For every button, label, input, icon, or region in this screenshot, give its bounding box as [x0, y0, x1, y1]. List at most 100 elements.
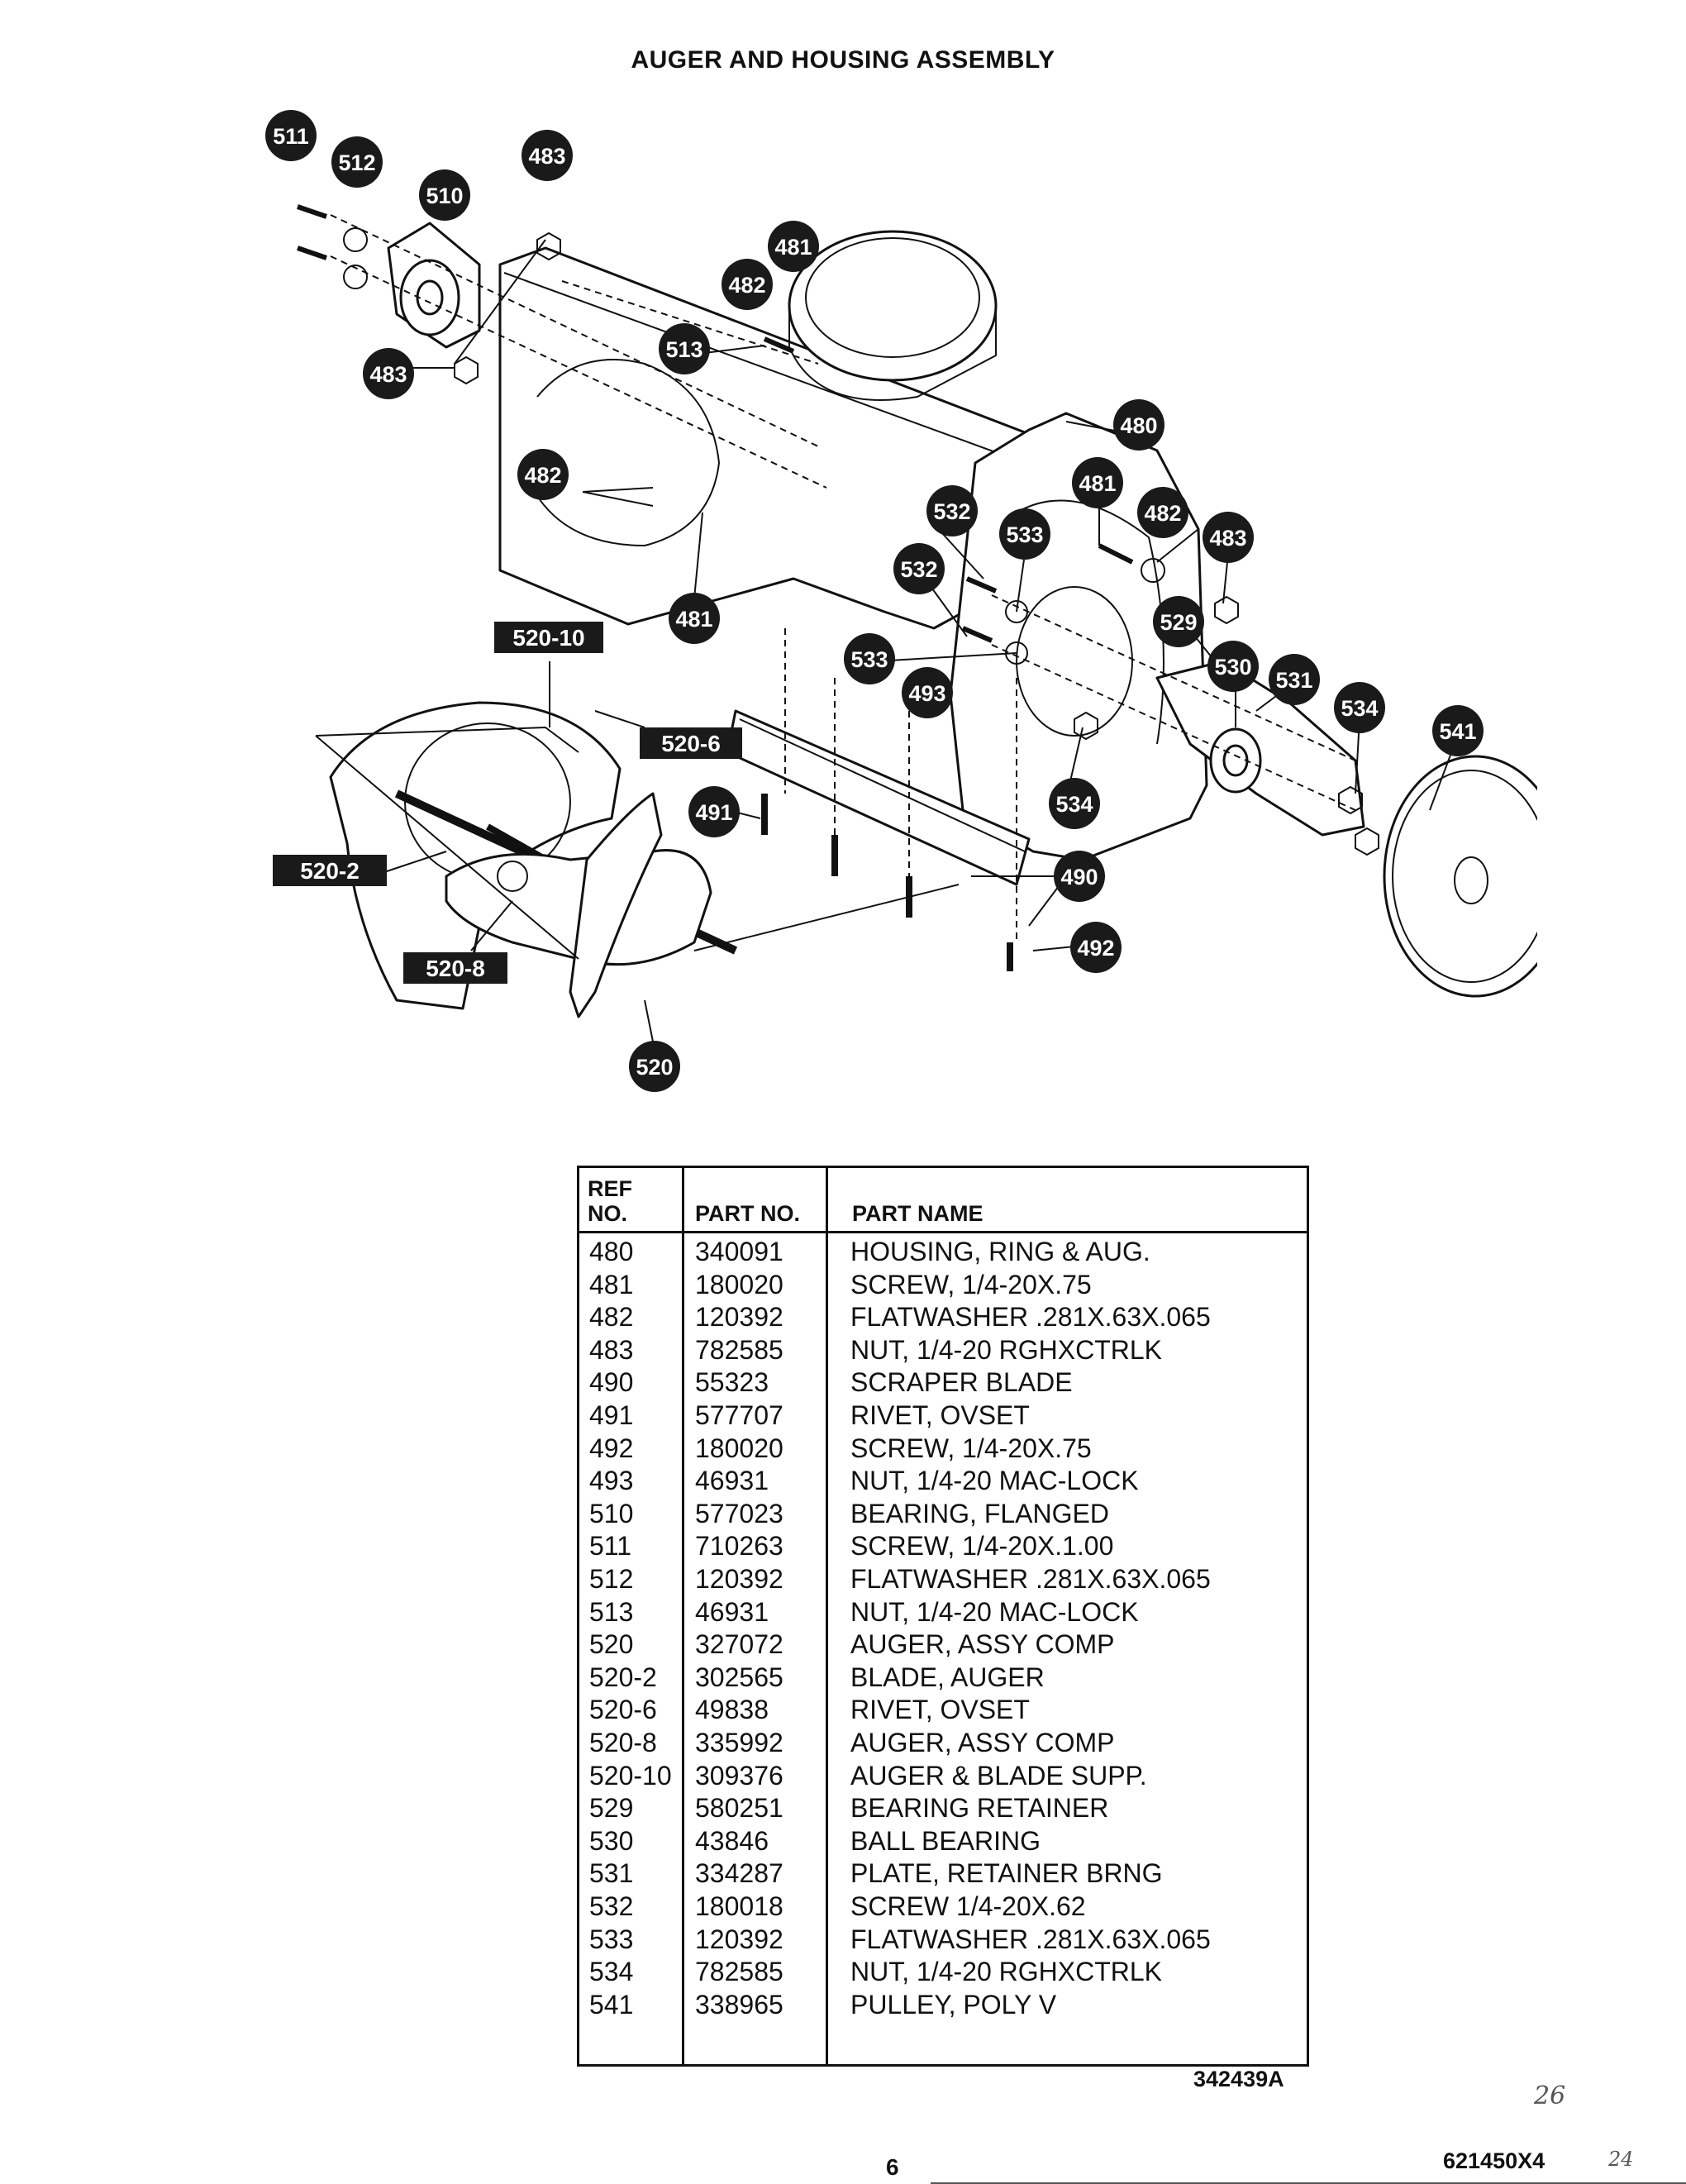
svg-text:491: 491: [695, 800, 732, 825]
svg-text:483: 483: [1209, 526, 1246, 551]
callout-510: 510: [419, 169, 470, 221]
callout-512: 512: [331, 136, 383, 188]
part-no-cell: 180020: [695, 1433, 783, 1463]
part-no-cell: 120392: [695, 1924, 783, 1954]
callout-481-right: 481: [1072, 457, 1123, 508]
part-name-cell: NUT, 1/4-20 RGHXCTRLK: [850, 1957, 1162, 1987]
page-number: 6: [886, 2154, 899, 2180]
svg-text:513: 513: [665, 337, 702, 362]
part-name-cell: NUT, 1/4-20 MAC-LOCK: [850, 1596, 1139, 1627]
part-name-cell: HOUSING, RING & AUG.: [850, 1237, 1150, 1266]
callout-483-top: 483: [522, 130, 573, 181]
part-no-cell: 120392: [695, 1564, 783, 1594]
document-number: 621450X4: [1443, 2148, 1546, 2173]
callout-481-top: 481: [768, 221, 819, 272]
svg-text:490: 490: [1060, 865, 1098, 889]
part-no-cell: 338965: [695, 1989, 783, 2019]
table-row: 520-6 49838 RIVET, OVSET: [579, 1694, 1307, 1727]
ref-no-cell: 512: [589, 1564, 634, 1594]
ref-no-cell: 534: [589, 1957, 634, 1987]
ref-no-cell: 511: [589, 1531, 632, 1562]
part-name-cell: FLATWASHER .281X.63X.065: [850, 1302, 1211, 1333]
callout-482-right: 482: [1137, 487, 1188, 538]
ref-no-cell: 520-10: [589, 1760, 672, 1791]
svg-text:481: 481: [1079, 471, 1116, 496]
part-no-cell: 120392: [695, 1302, 783, 1333]
callout-534-center: 534: [1049, 778, 1100, 829]
svg-text:520-6: 520-6: [661, 731, 721, 756]
part-no-cell: 309376: [695, 1760, 783, 1791]
callout-520: 520: [629, 1041, 680, 1092]
ref-no-cell: 541: [589, 1989, 634, 2019]
svg-text:529: 529: [1160, 610, 1197, 635]
callout-520-10: 520-10: [494, 622, 603, 653]
part-name-cell: SCREW, 1/4-20X.1.00: [850, 1531, 1114, 1562]
part-name-cell: FLATWASHER .281X.63X.065: [850, 1924, 1211, 1954]
auger-housing-ring: [329, 701, 622, 1010]
callout-534-right: 534: [1334, 682, 1385, 733]
part-name-cell: BLADE, AUGER: [850, 1662, 1045, 1692]
part-no-cell: 340091: [695, 1237, 783, 1266]
ref-no-cell: 493: [589, 1466, 634, 1496]
callout-490: 490: [1054, 851, 1105, 902]
svg-text:532: 532: [900, 557, 937, 582]
part-name-cell: PLATE, RETAINER BRNG: [850, 1858, 1163, 1889]
ref-no-cell: 510: [589, 1498, 634, 1528]
callout-483-right: 483: [1203, 512, 1254, 563]
callout-529: 529: [1153, 596, 1204, 647]
table-row: 512 120392 FLATWASHER .281X.63X.065: [579, 1563, 1307, 1596]
ref-no-cell: 520-8: [589, 1728, 657, 1757]
exploded-parts-diagram: 511 512 510 483 481 482 513 483 480 482 …: [265, 110, 1537, 1092]
part-no-cell: 180020: [695, 1269, 783, 1299]
callout-531: 531: [1269, 654, 1320, 705]
svg-text:483: 483: [528, 144, 565, 169]
svg-text:493: 493: [908, 681, 945, 706]
part-no-cell: 49838: [695, 1695, 769, 1725]
part-no-cell: 327072: [695, 1629, 783, 1660]
callout-513: 513: [659, 323, 710, 374]
svg-text:483: 483: [369, 362, 407, 387]
part-no-cell: 46931: [695, 1596, 769, 1627]
part-no-cell: 46931: [695, 1466, 769, 1496]
ref-no-cell: 530: [589, 1825, 634, 1856]
ref-no-cell: 533: [589, 1924, 634, 1954]
callout-533-lower: 533: [844, 633, 895, 684]
part-no-cell: 577023: [695, 1498, 783, 1528]
callout-532-lower: 532: [893, 543, 945, 594]
svg-text:481: 481: [774, 235, 812, 260]
ref-no-cell: 520-2: [589, 1662, 657, 1692]
housing-back-panel: [498, 246, 1031, 630]
svg-text:511: 511: [273, 124, 309, 149]
callout-492: 492: [1070, 922, 1122, 973]
callout-520-6: 520-6: [640, 727, 742, 759]
svg-text:530: 530: [1214, 655, 1251, 680]
ref-no-cell: 520-6: [589, 1695, 657, 1725]
svg-text:533: 533: [1006, 522, 1043, 547]
svg-text:520: 520: [636, 1055, 673, 1080]
drawing-number: 342439A: [1193, 2067, 1284, 2091]
part-name-cell: SCRAPER BLADE: [850, 1367, 1073, 1398]
part-name-cell: RIVET, OVSET: [850, 1695, 1030, 1725]
part-name-cell: NUT, 1/4-20 RGHXCTRLK: [850, 1334, 1162, 1365]
ref-no-cell: 520: [589, 1629, 634, 1660]
svg-text:520-2: 520-2: [300, 858, 360, 884]
part-name-cell: AUGER, ASSY COMP: [850, 1728, 1115, 1757]
part-no-cell: 782585: [695, 1334, 783, 1365]
callout-482-top: 482: [722, 259, 773, 310]
pulley: [1383, 755, 1537, 998]
svg-text:510: 510: [426, 184, 463, 208]
svg-text:533: 533: [850, 647, 888, 672]
part-name-cell: FLATWASHER .281X.63X.065: [850, 1564, 1211, 1594]
ref-no-cell: 490: [589, 1367, 634, 1398]
part-name-header: PART NAME: [852, 1201, 983, 1226]
